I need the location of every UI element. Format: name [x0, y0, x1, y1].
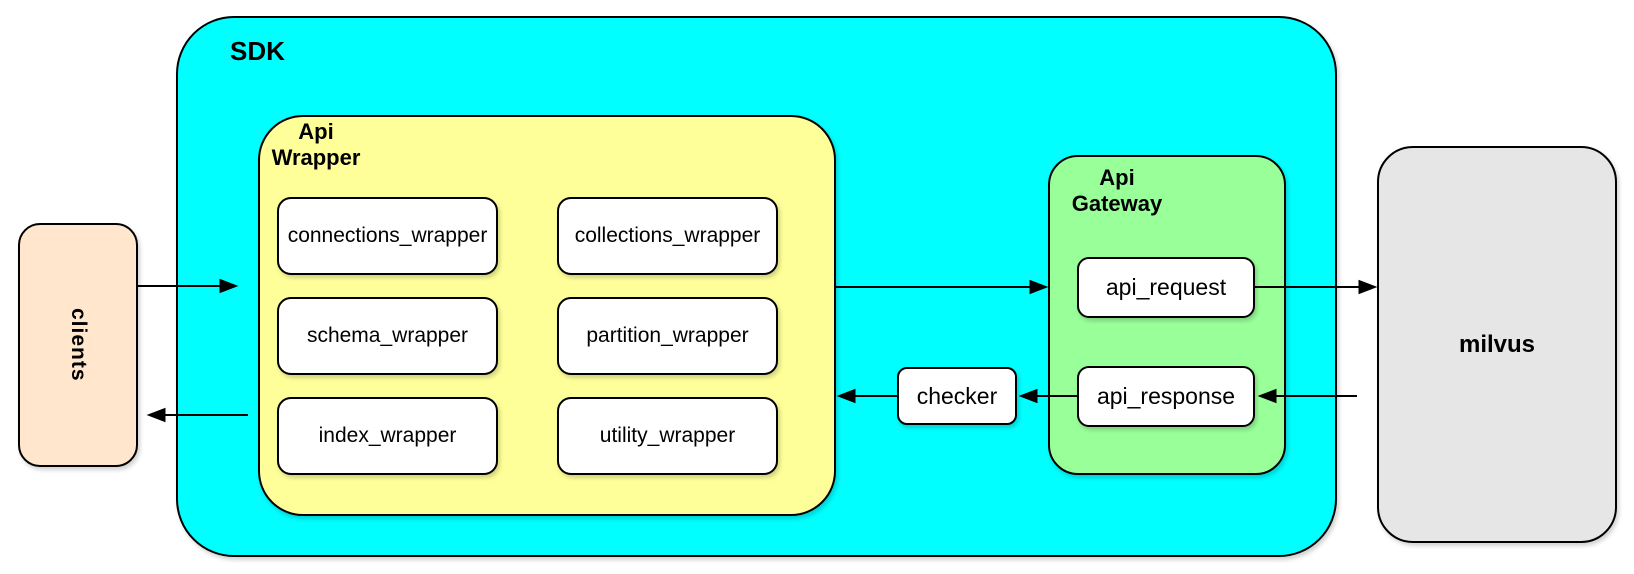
milvus-label: milvus: [1458, 330, 1536, 358]
module-label: utility_wrapper: [599, 424, 736, 447]
arrow-clients-to-sdk[interactable]: [137, 278, 239, 294]
arrow-milvus-to-api-response[interactable]: [1257, 388, 1357, 404]
module-collections-wrapper[interactable]: collections_wrapper: [557, 197, 778, 275]
module-schema-wrapper[interactable]: schema_wrapper: [277, 297, 498, 375]
api-response-box[interactable]: api_response: [1077, 366, 1255, 427]
module-utility-wrapper[interactable]: utility_wrapper: [557, 397, 778, 475]
clients-box[interactable]: clients: [18, 223, 138, 467]
api-wrapper-label-line1: Api: [298, 119, 334, 144]
api-request-box[interactable]: api_request: [1077, 257, 1255, 318]
module-partition-wrapper[interactable]: partition_wrapper: [557, 297, 778, 375]
arrow-api-wrapper-to-api-gateway[interactable]: [835, 279, 1049, 295]
arrow-api-response-to-checker[interactable]: [1018, 388, 1077, 404]
api-gateway-label-line2: Gateway: [1071, 191, 1163, 217]
milvus-box[interactable]: milvus: [1377, 146, 1617, 543]
module-index-wrapper[interactable]: index_wrapper: [277, 397, 498, 475]
arrow-checker-to-api-wrapper[interactable]: [836, 388, 897, 404]
arrow-api-wrapper-to-clients[interactable]: [146, 407, 248, 423]
checker-label: checker: [916, 382, 998, 409]
api-gateway-label-line1: Api: [1099, 165, 1135, 190]
module-label: schema_wrapper: [306, 324, 469, 347]
api-wrapper-label: Api Wrapper: [260, 119, 372, 172]
api-wrapper-label-line2: Wrapper: [271, 145, 361, 171]
api-request-label: api_request: [1105, 274, 1227, 300]
module-connections-wrapper[interactable]: connections_wrapper: [277, 197, 498, 275]
module-label: index_wrapper: [318, 424, 457, 447]
module-label: collections_wrapper: [574, 224, 761, 247]
module-label: partition_wrapper: [586, 324, 749, 347]
api-gateway-label: Api Gateway: [1056, 165, 1178, 218]
arrow-api-request-to-milvus[interactable]: [1255, 279, 1378, 295]
module-label: connections_wrapper: [287, 224, 488, 247]
sdk-label: SDK: [230, 36, 285, 66]
api-response-label: api_response: [1096, 383, 1236, 409]
checker-box[interactable]: checker: [897, 367, 1017, 425]
clients-label: clients: [67, 308, 90, 382]
